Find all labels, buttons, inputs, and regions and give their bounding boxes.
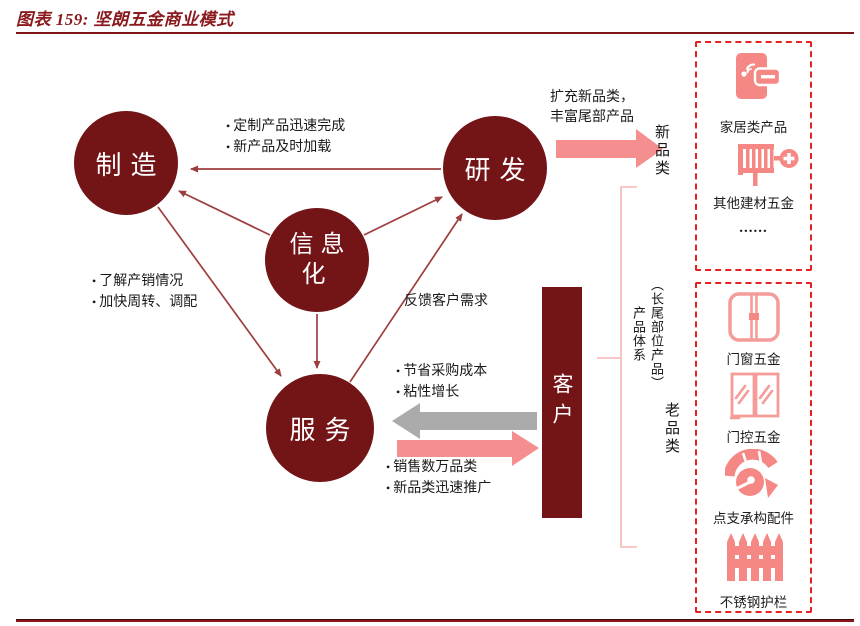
note-info-to-mfg: 了解产销情况 加快周转、调配 [92,271,197,313]
note-line: 扩充新品类， [550,90,634,105]
note-line: 节省采购成本 [396,361,487,382]
old-box-item-label: 不锈钢护栏 [719,595,788,610]
old-box-item-label: 门窗五金 [726,352,781,367]
radiator-valve-icon [738,144,799,186]
figure-title: 图表 159: 坚朗五金商业模式 [16,10,234,29]
note-line: 定制产品迅速完成 [226,116,345,137]
note-line: 了解产销情况 [92,271,197,292]
note-customer-to-service: 节省采购成本 粘性增长 [396,361,487,403]
glass-door-icon [730,372,780,420]
page-bottom-rule [16,619,854,622]
smart-lock-icon [736,53,781,99]
note-line: 丰富尾部产品 [550,110,634,125]
note-rd-to-mfg: 定制产品迅速完成 新产品及时加载 [226,116,345,158]
node-customer-label: 客户 [550,372,574,433]
label-old-category: 老品类 [663,402,679,456]
title-underline [16,32,854,34]
node-informatization: 信息 化 [265,208,369,312]
node-manufacturing-label: 制造 [95,150,166,180]
old-box-item-label: 门控五金 [726,430,781,445]
ellipsis-more-items: ...... [739,220,768,236]
node-rd: 研发 [443,116,547,220]
informatization-line1: 信息 [289,232,352,258]
node-service-label: 服务 [289,415,360,445]
new-box-item-label: 家居类产品 [719,120,788,135]
label-product-system-name: 产品体系 [631,306,646,362]
node-manufacturing: 制造 [74,111,178,215]
arrow-rd-to-new-category [556,129,663,168]
stainless-railing-fence-icon [727,533,783,581]
new-category-box: 家居类产品 其他建材五金 ...... [695,41,812,271]
door-window-icon [728,292,780,342]
old-category-box: 门窗五金 门控五金 点支承构配件 [695,282,812,613]
spider-fitting-helmet-icon [725,449,778,498]
informatization-line2: 化 [301,262,333,288]
node-customer: 客户 [542,287,582,518]
arrow-info-to-rd [363,196,443,236]
old-box-item-label: 点支承构配件 [713,511,794,526]
note-service-to-customer: 销售数万品类 新品类迅速推广 [386,457,491,499]
new-box-item-label: 其他建材五金 [713,196,794,211]
node-service: 服务 [266,374,374,482]
note-rd-expand: 扩充新品类， 丰富尾部产品 [550,88,634,128]
note-feedback: 反馈客户需求 [404,294,488,309]
note-line: 加快周转、调配 [92,292,197,313]
label-new-category: 新品类 [653,124,669,178]
note-line: 销售数万品类 [386,457,491,478]
label-product-system-note: （长尾部位产品） [649,278,664,390]
arrow-customer-to-service [392,403,537,439]
label-product-system: （长尾部位产品） 产品体系 [629,268,665,400]
node-rd-label: 研发 [464,155,535,185]
node-informatization-label: 信息 化 [283,230,352,290]
arrow-info-to-mfg [178,190,271,236]
note-line: 新产品及时加载 [226,137,345,158]
note-line: 新品类迅速推广 [386,478,491,499]
note-line: 粘性增长 [396,382,487,403]
